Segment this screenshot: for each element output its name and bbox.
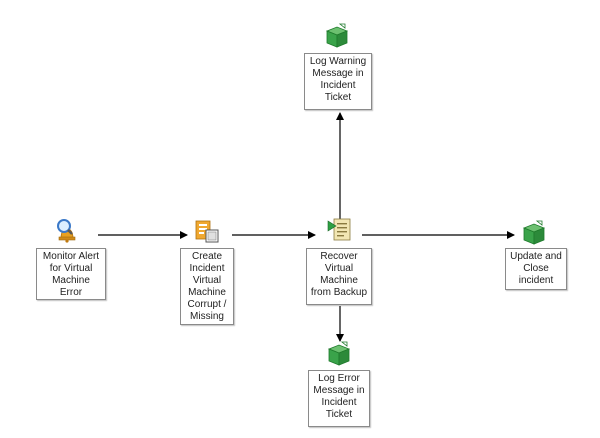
node-recover-vm-label: Recover Virtual Machine from Backup bbox=[306, 248, 372, 305]
node-update-close-label: Update and Close incident bbox=[505, 248, 567, 290]
monitor-magnifier-bell-icon bbox=[57, 219, 76, 243]
green-box-arrow-icon bbox=[327, 341, 351, 366]
runbook-scroll-icon bbox=[327, 218, 351, 241]
node-create-incident-label: Create Incident Virtual Machine Corrupt … bbox=[180, 248, 234, 325]
incident-document-icon bbox=[195, 220, 219, 243]
node-monitor-alert-label: Monitor Alert for Virtual Machine Error bbox=[36, 248, 106, 300]
green-box-arrow-icon bbox=[522, 220, 546, 245]
node-log-error-label: Log Error Message in Incident Ticket bbox=[308, 370, 370, 427]
node-log-warning-label: Log Warning Message in Incident Ticket bbox=[304, 53, 372, 110]
green-box-arrow-icon bbox=[325, 23, 349, 48]
